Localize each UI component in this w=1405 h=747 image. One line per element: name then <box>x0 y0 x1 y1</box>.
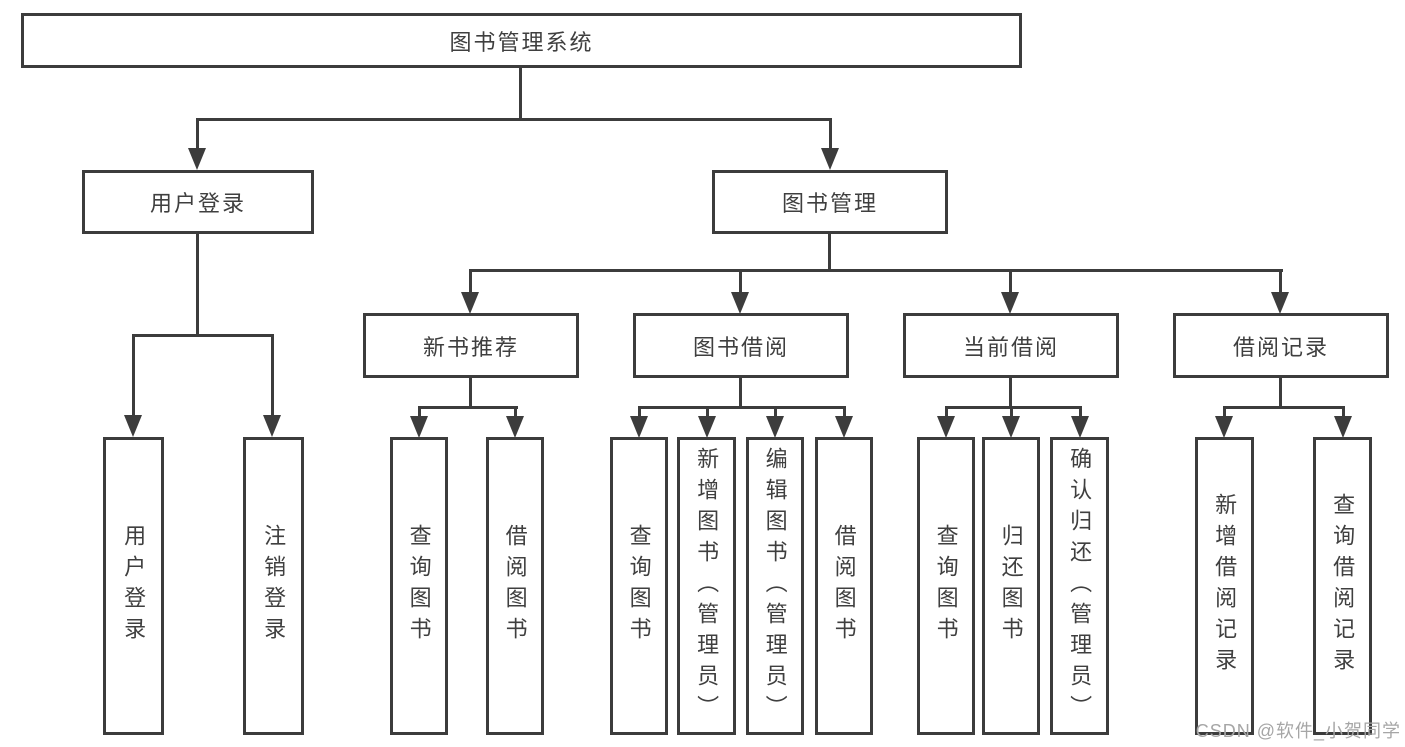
leaf-add-book-admin: 新增图书（管理员） <box>677 437 736 735</box>
connector-line <box>196 118 832 121</box>
arrow-down-icon <box>1334 416 1352 438</box>
leaf-query-books-recommend-label: 查询图书 <box>406 524 432 648</box>
connector-line <box>843 406 846 419</box>
connector-line <box>638 406 641 419</box>
leaf-edit-book-admin: 编辑图书（管理员） <box>746 437 804 735</box>
leaf-query-books-current-label: 查询图书 <box>933 524 959 648</box>
leaf-edit-book-admin-label: 编辑图书（管理员） <box>762 446 788 726</box>
leaf-confirm-return-admin: 确认归还（管理员） <box>1050 437 1109 735</box>
leaf-add-borrow-record: 新增借阅记录 <box>1195 437 1254 735</box>
connector-line <box>945 406 948 419</box>
node-user-login: 用户登录 <box>82 170 314 234</box>
arrow-down-icon <box>263 415 281 437</box>
connector-line <box>1342 406 1345 419</box>
leaf-return-book-label: 归还图书 <box>998 524 1024 648</box>
arrow-down-icon <box>821 148 839 170</box>
connector-line <box>1009 377 1012 409</box>
arrow-down-icon <box>1002 416 1020 438</box>
arrow-down-icon <box>1001 292 1019 314</box>
connector-line <box>132 334 274 337</box>
arrow-down-icon <box>1271 292 1289 314</box>
connector-line <box>706 406 709 419</box>
leaf-return-book: 归还图书 <box>982 437 1040 735</box>
connector-line <box>132 334 135 417</box>
node-book-borrowing: 图书借阅 <box>633 313 849 378</box>
node-book-borrowing-label: 图书借阅 <box>692 334 789 360</box>
arrow-down-icon <box>506 416 524 438</box>
node-new-book-recommend: 新书推荐 <box>363 313 579 378</box>
arrow-down-icon <box>698 416 716 438</box>
arrow-down-icon <box>630 416 648 438</box>
node-user-login-label: 用户登录 <box>149 191 246 216</box>
node-new-book-recommend-label: 新书推荐 <box>422 334 519 360</box>
arrow-down-icon <box>1071 416 1089 438</box>
leaf-query-books-current: 查询图书 <box>917 437 975 735</box>
leaf-logout-label: 注销登录 <box>261 524 287 648</box>
arrow-down-icon <box>731 292 749 314</box>
node-root-label: 图书管理系统 <box>449 29 594 55</box>
connector-line <box>828 233 831 272</box>
connector-line <box>739 269 742 294</box>
connector-line <box>469 269 472 294</box>
leaf-query-books-borrowing-label: 查询图书 <box>626 524 652 648</box>
connector-line <box>1079 406 1082 419</box>
arrow-down-icon <box>188 148 206 170</box>
arrow-down-icon <box>124 415 142 437</box>
node-root: 图书管理系统 <box>21 13 1022 68</box>
connector-line <box>739 377 742 409</box>
connector-line <box>774 406 777 419</box>
node-borrowing-records: 借阅记录 <box>1173 313 1389 378</box>
leaf-borrow-books: 借阅图书 <box>815 437 873 735</box>
connector-line <box>1279 269 1282 294</box>
connector-line <box>519 67 522 121</box>
node-current-borrowing-label: 当前借阅 <box>962 334 1059 360</box>
connector-line <box>1223 406 1226 419</box>
leaf-query-borrow-record: 查询借阅记录 <box>1313 437 1372 735</box>
leaf-borrow-books-recommend-label: 借阅图书 <box>502 524 528 648</box>
connector-line <box>469 377 472 409</box>
connector-line <box>271 334 274 417</box>
connector-line <box>1279 377 1282 409</box>
connector-line <box>1009 269 1012 294</box>
leaf-add-borrow-record-label: 新增借阅记录 <box>1212 493 1238 679</box>
connector-line <box>638 406 846 409</box>
connector-line <box>196 233 199 337</box>
leaf-query-books-borrowing: 查询图书 <box>610 437 668 735</box>
arrow-down-icon <box>937 416 955 438</box>
arrow-down-icon <box>410 416 428 438</box>
connector-line <box>514 406 517 419</box>
leaf-confirm-return-admin-label: 确认归还（管理员） <box>1067 446 1093 726</box>
leaf-add-book-admin-label: 新增图书（管理员） <box>694 446 720 726</box>
connector-line <box>1010 406 1013 419</box>
connector-line <box>829 118 832 150</box>
leaf-logout: 注销登录 <box>243 437 304 735</box>
node-borrowing-records-label: 借阅记录 <box>1232 334 1329 360</box>
node-book-management: 图书管理 <box>712 170 948 234</box>
leaf-user-login: 用户登录 <box>103 437 164 735</box>
node-book-management-label: 图书管理 <box>781 191 878 216</box>
leaf-query-books-recommend: 查询图书 <box>390 437 448 735</box>
leaf-query-borrow-record-label: 查询借阅记录 <box>1330 493 1356 679</box>
arrow-down-icon <box>461 292 479 314</box>
leaf-borrow-books-label: 借阅图书 <box>831 524 857 648</box>
connector-line <box>418 406 421 419</box>
arrow-down-icon <box>766 416 784 438</box>
arrow-down-icon <box>835 416 853 438</box>
connector-line <box>196 118 199 150</box>
connector-line <box>469 269 1283 272</box>
leaf-user-login-label: 用户登录 <box>121 524 147 648</box>
watermark: CSDN @软件_小贺同学 <box>1195 721 1401 741</box>
node-current-borrowing: 当前借阅 <box>903 313 1119 378</box>
arrow-down-icon <box>1215 416 1233 438</box>
connector-line <box>945 406 1082 409</box>
leaf-borrow-books-recommend: 借阅图书 <box>486 437 544 735</box>
connector-line <box>1223 406 1345 409</box>
connector-line <box>418 406 518 409</box>
